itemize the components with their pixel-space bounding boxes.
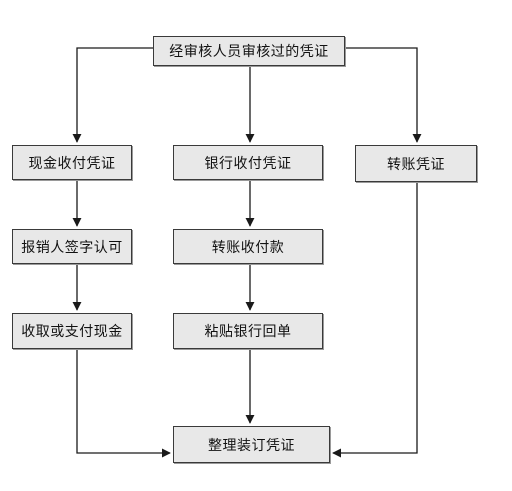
node-paste-bank-slip: 粘贴银行回单 xyxy=(173,313,323,349)
node-transfer-payment: 转账收付款 xyxy=(173,229,323,264)
node-collect-pay-cash: 收取或支付现金 xyxy=(12,313,132,349)
node-audited-vouchers: 经审核人员审核过的凭证 xyxy=(153,36,345,66)
node-reimburser-sign: 报销人签字认可 xyxy=(12,229,132,264)
node-bank-voucher: 银行收付凭证 xyxy=(173,145,323,180)
edge-top-to-transfer xyxy=(345,47,422,143)
edge-top-to-cash xyxy=(72,47,153,143)
edge-transfer-to-organize xyxy=(332,182,418,458)
node-organize-bind-vouchers: 整理装订凭证 xyxy=(173,426,330,463)
node-cash-voucher: 现金收付凭证 xyxy=(12,145,132,180)
node-transfer-voucher: 转账凭证 xyxy=(355,145,477,182)
edge-collect-to-organize xyxy=(76,349,171,458)
